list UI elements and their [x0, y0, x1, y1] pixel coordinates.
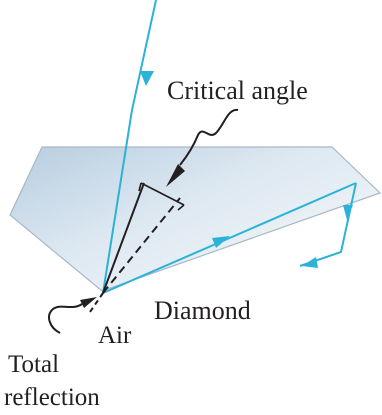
critical-angle-label: Critical angle [167, 78, 308, 104]
incoming-ray-arrowhead [140, 71, 154, 86]
total-reflection-leader-arrowhead [80, 297, 97, 308]
diamond-shape [10, 147, 380, 291]
diamond-label: Diamond [154, 298, 251, 324]
air-label: Air [98, 323, 131, 348]
air-dashed-extension [90, 293, 103, 312]
leftward-arrowhead [302, 257, 318, 268]
reflection-label: reflection [4, 385, 100, 410]
total-reflection-leader [49, 304, 82, 333]
total-label: Total [8, 352, 59, 377]
